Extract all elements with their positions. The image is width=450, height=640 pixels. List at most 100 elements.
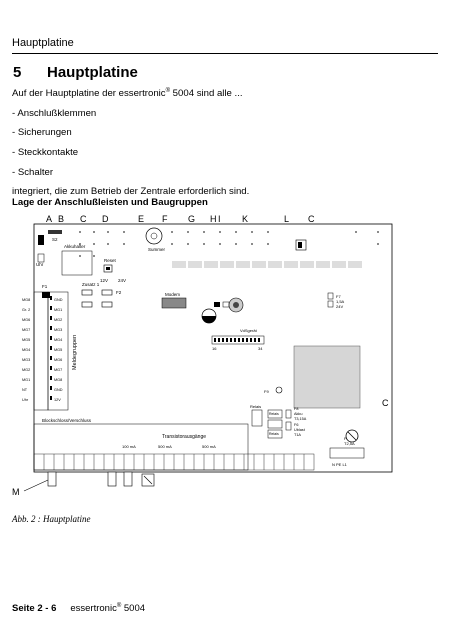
summer-component (145, 227, 163, 245)
s2-label: S2 (52, 237, 58, 242)
blockschloss-label: Blockschloss/Verschluss (42, 418, 92, 423)
registered-mark: ® (165, 88, 171, 94)
mg-right-label: MG7 (54, 368, 62, 372)
relay-box (267, 429, 283, 439)
mg-right-label: MG5 (54, 348, 62, 352)
mg-left-label: MG3 (22, 358, 30, 362)
label-f: F (162, 214, 168, 224)
mg-left-labels: MG8 Gr. 2 MG6 MG7 MG5 MG4 MG3 MG2 MG1 NT… (22, 298, 30, 402)
list-item: - Steckkontakte (12, 146, 79, 158)
f8a-label: Akku (294, 412, 302, 416)
uhr-label: Uhr (36, 262, 44, 267)
list-item: - Sicherungen (12, 127, 72, 139)
label-i: I (218, 214, 221, 224)
f9-fuse (275, 386, 283, 394)
top-labels: A B C D E F G H I K L C (46, 214, 315, 224)
u12v-label: 12V (100, 278, 108, 283)
label-k: K (242, 214, 248, 224)
f7-label: F7 (336, 294, 341, 299)
subsection-heading: Lage der Anschlußleisten und Baugruppen (12, 197, 208, 208)
mg-right-label: GND (54, 298, 63, 302)
f5a-label: T2,5A (344, 441, 355, 446)
m-block (47, 471, 57, 487)
label-c-side: C (382, 398, 389, 408)
relay-box (251, 409, 263, 427)
m-switch-a (107, 471, 117, 487)
mg-left-label: MG5 (22, 338, 30, 342)
pin16-label: 16 (212, 346, 217, 351)
meldegruppen-label: Meldegruppen (72, 335, 78, 370)
product-name: essertronic (70, 603, 117, 615)
mg-right-labels: GND MG1 MG2 MG3 MG4 MG5 MG6 MG7 MG8 GND … (54, 298, 63, 402)
mg-left-label: MG2 (22, 368, 30, 372)
u24v-label: 24V (118, 278, 126, 283)
label-m-side: M (12, 487, 20, 497)
mg-left-label: MG8 (22, 298, 30, 302)
modem-label: Modem (165, 292, 180, 297)
mg-right-label: MG2 (54, 318, 62, 322)
akkuhalter-label: Akkuhalter (64, 244, 86, 249)
mg-left-label: Gr. 2 (22, 308, 30, 312)
label-g: G (188, 214, 195, 224)
f6-label: F6 (294, 423, 298, 427)
ma100-label: 100 mA (122, 444, 136, 449)
f7a-label: 1,5A (336, 299, 345, 304)
l-switch (295, 239, 307, 251)
intro-closing: integriert, die zum Betrieb der Zentrale… (12, 186, 250, 198)
section-heading: 5 Hauptplatine (13, 64, 138, 81)
g-connector (214, 302, 220, 307)
product-model: 5004 (121, 603, 146, 615)
relais-label: Relais (250, 404, 261, 409)
connector-strip-gray (172, 261, 362, 268)
registered-mark: ® (116, 603, 122, 609)
fuses-zusatz (81, 289, 113, 308)
f7b-label: 24V (336, 304, 343, 309)
f6b-label: T1A (294, 433, 301, 437)
akkuhalter-box (61, 250, 93, 276)
mg-left-label: MG7 (22, 328, 30, 332)
section-title: Hauptplatine (47, 64, 138, 81)
section-number: 5 (13, 64, 22, 81)
uhr-block (37, 253, 45, 263)
mounting-dots (79, 231, 379, 257)
label-l: L (284, 214, 289, 224)
intro-text-a: Auf der Hauptplatine der essertronic (12, 88, 166, 100)
transistor-label: Transistorausgänge (162, 434, 206, 440)
list-item: - Schalter (12, 166, 54, 178)
f8-fuse (285, 409, 292, 419)
running-header: Hauptplatine (12, 37, 74, 49)
page-number: Seite 2 - 6 (12, 603, 57, 615)
reset-label: Reset (104, 258, 117, 263)
label-d: D (102, 214, 109, 224)
board-figure: A B C D E F G H I K L C (12, 210, 402, 511)
primar-label: N PE L1 (332, 462, 348, 467)
label-c: C (80, 214, 87, 224)
f2-label: F2 (116, 290, 122, 295)
mg-right-label: MG1 (54, 308, 62, 312)
figure-caption: Abb. 2 : Hauptplatine (12, 514, 91, 524)
f8-label: F8 (294, 407, 298, 411)
intro-line: Auf der Hauptplatine der essertronic® 50… (12, 86, 249, 99)
bottom-terminal-dividers (43, 454, 305, 470)
board-diagram: A B C D E F G H I K L C (12, 214, 393, 497)
label-e: E (138, 214, 144, 224)
f8b-label: T3,15A (294, 417, 307, 421)
mg-right-label: MG8 (54, 378, 62, 382)
power-terminal (329, 447, 365, 459)
mg-right-label: MG6 (54, 358, 62, 362)
f1-fuse (42, 292, 50, 298)
mg-right-label: GND (54, 388, 63, 392)
list-item: - Anschlußklemmen (12, 107, 97, 119)
f6-fuse (285, 421, 292, 431)
modem-connector (161, 297, 187, 309)
header-rule (12, 53, 438, 54)
intro-text-b: 5004 sind alle ... (170, 88, 243, 100)
relais3-label: Relais (269, 432, 279, 436)
mg-left-label: MG1 (22, 378, 30, 382)
f6a-label: Ublast (294, 428, 306, 432)
reset-button (103, 264, 113, 273)
meldegruppen-terminals (33, 291, 69, 411)
summer-label: Summer (148, 247, 166, 252)
mg-left-label: NT (22, 388, 28, 392)
label-h: H (210, 214, 217, 224)
